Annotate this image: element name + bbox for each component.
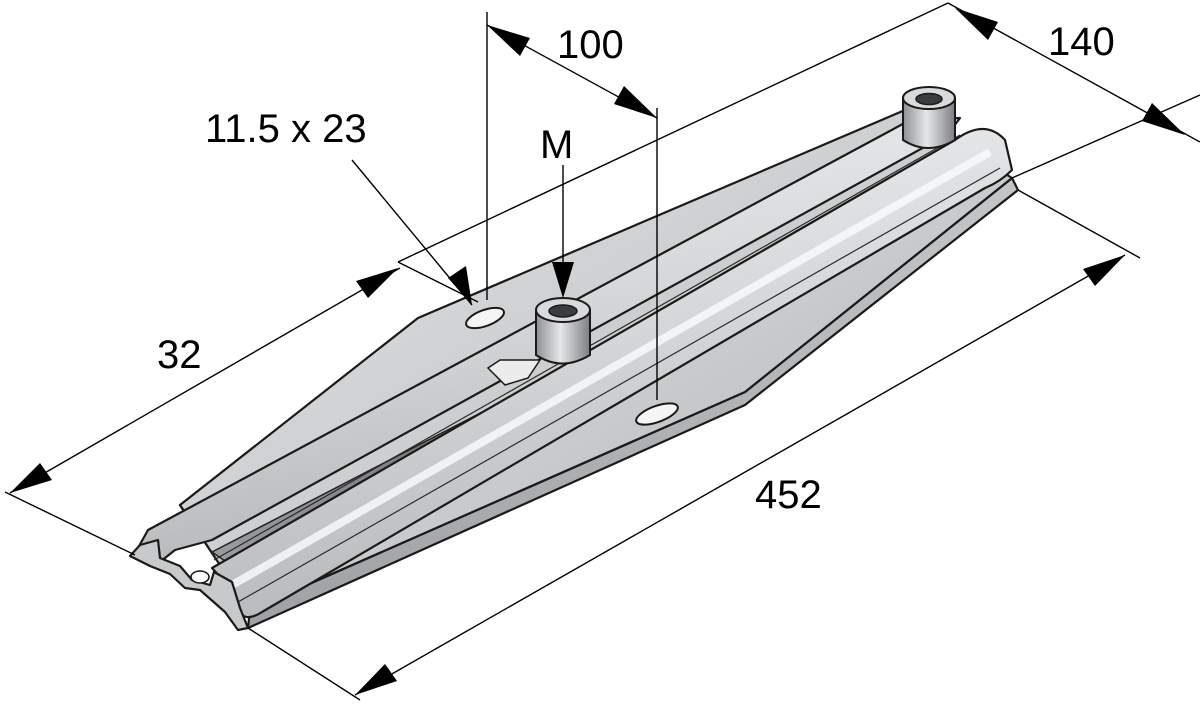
label-thread: M — [540, 123, 573, 167]
arrow-32-left — [10, 463, 52, 493]
slot-hole-lower — [635, 402, 679, 426]
dimension-labels: 11.5 x 23 M 100 140 32 452 — [157, 20, 1115, 517]
dimension-lines — [4, 2, 1200, 701]
ext-line-452-right — [1017, 189, 1141, 259]
ext-line-140-right — [1011, 94, 1200, 179]
rail-end-profile — [128, 538, 250, 632]
arrow-slot — [448, 266, 472, 305]
ext-line-452-left — [247, 627, 361, 701]
label-plate-width: 140 — [1048, 20, 1115, 64]
label-hole-spacing: 100 — [557, 23, 624, 67]
ext-line-32-left — [4, 491, 136, 556]
label-rail-width: 32 — [157, 333, 202, 377]
nut-back-bore — [915, 92, 943, 106]
rail-right-flange — [210, 127, 1014, 619]
arrow-452-right — [1083, 255, 1125, 286]
slot-holes — [465, 306, 679, 426]
arrow-140-bottom — [1142, 103, 1185, 135]
dim-line-32 — [9, 267, 401, 494]
ext-line-140-top — [397, 2, 949, 263]
arrow-100-right — [614, 86, 657, 118]
arrow-32-right — [356, 268, 398, 298]
dim-line-452 — [354, 254, 1126, 696]
arrow-452-left — [355, 664, 397, 695]
label-length: 452 — [755, 473, 822, 517]
arrow-thread — [552, 262, 574, 298]
label-slot-size: 11.5 x 23 — [205, 107, 367, 151]
rail-end-bolt-slot — [190, 570, 210, 584]
nut-back-body — [902, 97, 956, 149]
nut-front-body — [535, 309, 591, 365]
rail-highlight — [230, 148, 992, 589]
threaded-nut-front — [535, 297, 591, 365]
channel-cutout — [486, 359, 542, 386]
rail-channel — [128, 116, 1014, 632]
nut-front-bore — [548, 304, 578, 318]
arrow-140-top — [955, 8, 998, 40]
arrow-100-left — [487, 25, 530, 56]
rail-edge-line — [237, 167, 1001, 603]
threaded-nut-back — [902, 86, 956, 149]
slot-hole-upper — [465, 306, 505, 330]
